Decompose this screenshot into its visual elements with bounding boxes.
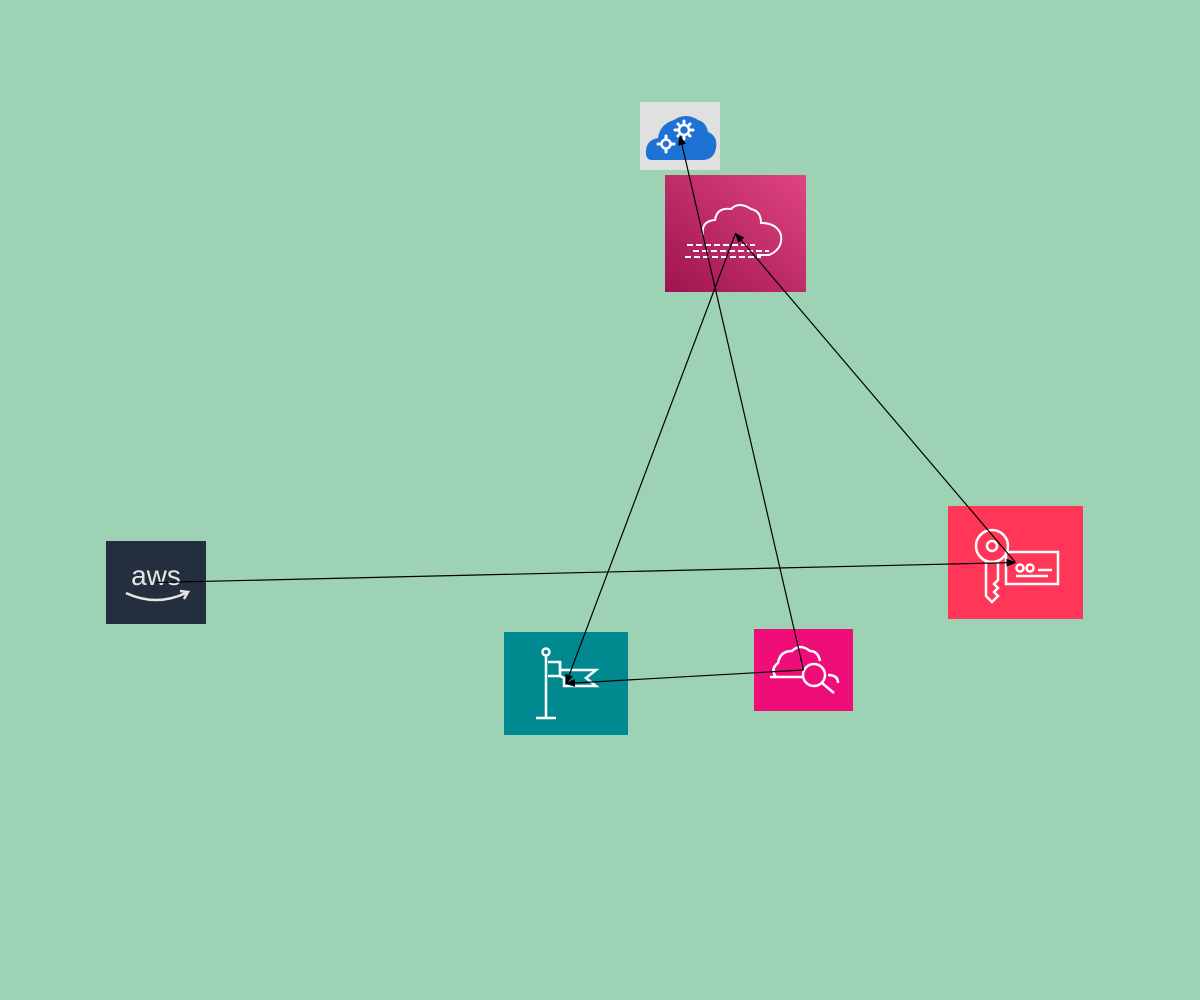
cloud-stream-icon (665, 175, 806, 292)
aws-logo-node[interactable]: aws (106, 541, 206, 624)
flag-node[interactable] (504, 632, 628, 735)
aws-logo-icon: aws (106, 541, 206, 624)
edge-n2-n5 (565, 233, 737, 685)
cloud-gears-node[interactable] (640, 102, 720, 170)
cloud-search-node[interactable] (754, 629, 853, 711)
key-certificate-icon (948, 506, 1083, 619)
flag-icon (504, 632, 628, 735)
cloud-gears-icon (640, 102, 720, 170)
aws-logo-text: aws (131, 560, 181, 591)
cloud-search-icon (754, 629, 853, 711)
cloud-stream-node[interactable] (665, 175, 806, 292)
key-certificate-node[interactable] (948, 506, 1083, 619)
edge-n3-n4 (155, 558, 1017, 584)
